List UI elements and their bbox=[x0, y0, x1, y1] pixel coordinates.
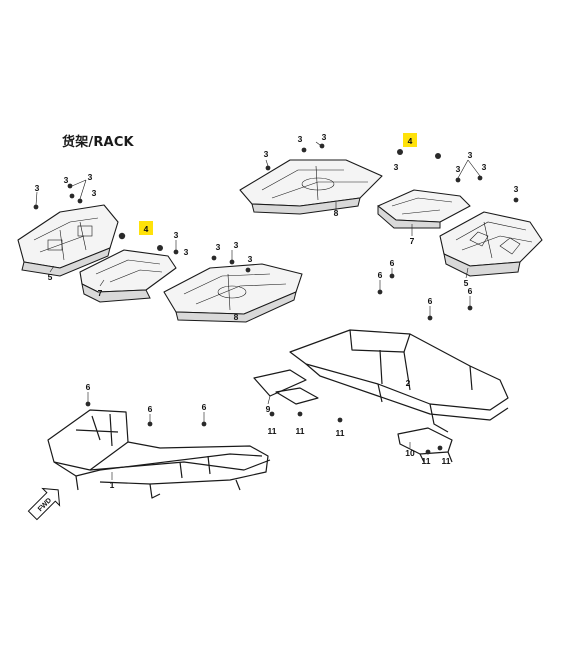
bolt-icon bbox=[389, 273, 395, 279]
callout-6: 6 bbox=[148, 404, 153, 414]
callout-3: 3 bbox=[248, 254, 253, 264]
bolt-icon bbox=[467, 305, 473, 311]
highlight-callout-4-left bbox=[139, 221, 153, 235]
callout-3: 3 bbox=[184, 247, 189, 257]
callout-9: 9 bbox=[266, 404, 271, 414]
leader-lines bbox=[35, 141, 481, 480]
callout-3: 3 bbox=[394, 162, 399, 172]
callout-5: 5 bbox=[48, 272, 53, 282]
highlight-callout-4-right bbox=[403, 133, 417, 147]
bolt-icon bbox=[69, 193, 75, 199]
callout-3: 3 bbox=[514, 184, 519, 194]
bolt-icon bbox=[513, 197, 519, 203]
front-frame-part-1 bbox=[47, 409, 271, 499]
callout-3: 3 bbox=[322, 132, 327, 142]
bolt-icon bbox=[229, 259, 235, 265]
callout-11: 11 bbox=[442, 456, 451, 466]
bolt-icon bbox=[269, 411, 275, 417]
bolt-icon bbox=[211, 255, 217, 261]
bolt-icon bbox=[455, 177, 461, 183]
callout-3: 3 bbox=[216, 242, 221, 252]
rear-frame-part-2 bbox=[253, 329, 509, 463]
rack-left-part-5 bbox=[17, 204, 119, 277]
callout-6: 6 bbox=[86, 382, 91, 392]
bolt-icon bbox=[77, 198, 83, 204]
callout-3: 3 bbox=[88, 172, 93, 182]
callout-10: 10 bbox=[405, 448, 415, 458]
bolt-icon bbox=[265, 165, 271, 171]
callout-6: 6 bbox=[468, 286, 473, 296]
bolt-icon bbox=[173, 249, 179, 255]
bolt-icon bbox=[85, 401, 91, 407]
callout-3: 3 bbox=[482, 162, 487, 172]
diagram-title: 货架/RACK bbox=[62, 135, 134, 150]
bolt-icon bbox=[397, 149, 403, 155]
bolt-icon bbox=[435, 153, 441, 159]
callout-6: 6 bbox=[378, 270, 383, 280]
callout-3: 3 bbox=[264, 149, 269, 159]
callout-6: 6 bbox=[428, 296, 433, 306]
bolt-icon bbox=[319, 143, 325, 149]
bolt-icon bbox=[157, 245, 163, 251]
callout-11: 11 bbox=[268, 426, 277, 436]
rack-left-part-7 bbox=[79, 249, 177, 303]
callout-11: 11 bbox=[296, 426, 305, 436]
callout-3: 3 bbox=[64, 175, 69, 185]
bolt-icon bbox=[427, 315, 433, 321]
bolt-icon bbox=[377, 289, 383, 295]
callout-2: 2 bbox=[406, 378, 411, 388]
callout-1: 1 bbox=[110, 480, 115, 490]
callout-7: 7 bbox=[410, 236, 415, 246]
callout-4: 4 bbox=[408, 136, 413, 146]
callout-5: 5 bbox=[464, 278, 469, 288]
rack-right-part-5 bbox=[439, 211, 543, 277]
rack-top-part-8 bbox=[239, 159, 383, 215]
bolt-icon bbox=[147, 421, 153, 427]
callout-3: 3 bbox=[92, 188, 97, 198]
bolt-icon bbox=[297, 411, 303, 417]
bolt-icon bbox=[67, 183, 73, 189]
bolt-icon bbox=[33, 204, 39, 210]
bolt-icon bbox=[477, 175, 483, 181]
bolt-icon bbox=[245, 267, 251, 273]
bolt-icon bbox=[118, 232, 126, 240]
callout-4: 4 bbox=[144, 224, 149, 234]
callout-3: 3 bbox=[456, 164, 461, 174]
rack-center-part-8 bbox=[163, 263, 303, 323]
forward-arrow-icon: FWD bbox=[27, 487, 61, 521]
rack-right-part-7 bbox=[377, 189, 471, 229]
bolt-icon bbox=[437, 445, 443, 451]
callout-11: 11 bbox=[336, 428, 345, 438]
callout-3: 3 bbox=[35, 183, 40, 193]
bolt-icon bbox=[425, 449, 431, 455]
callout-6: 6 bbox=[390, 258, 395, 268]
bolt-icon bbox=[337, 417, 343, 423]
callout-11: 11 bbox=[422, 456, 431, 466]
callout-7: 7 bbox=[98, 288, 103, 298]
callout-8: 8 bbox=[334, 208, 339, 218]
bolt-icon bbox=[301, 147, 307, 153]
callout-3: 3 bbox=[468, 150, 473, 160]
callout-3: 3 bbox=[298, 134, 303, 144]
callout-8: 8 bbox=[234, 312, 239, 322]
callout-3: 3 bbox=[234, 240, 239, 250]
callout-6: 6 bbox=[202, 402, 207, 412]
callout-3: 3 bbox=[174, 230, 179, 240]
bolt-icon bbox=[201, 421, 207, 427]
bolt-group bbox=[33, 143, 519, 455]
